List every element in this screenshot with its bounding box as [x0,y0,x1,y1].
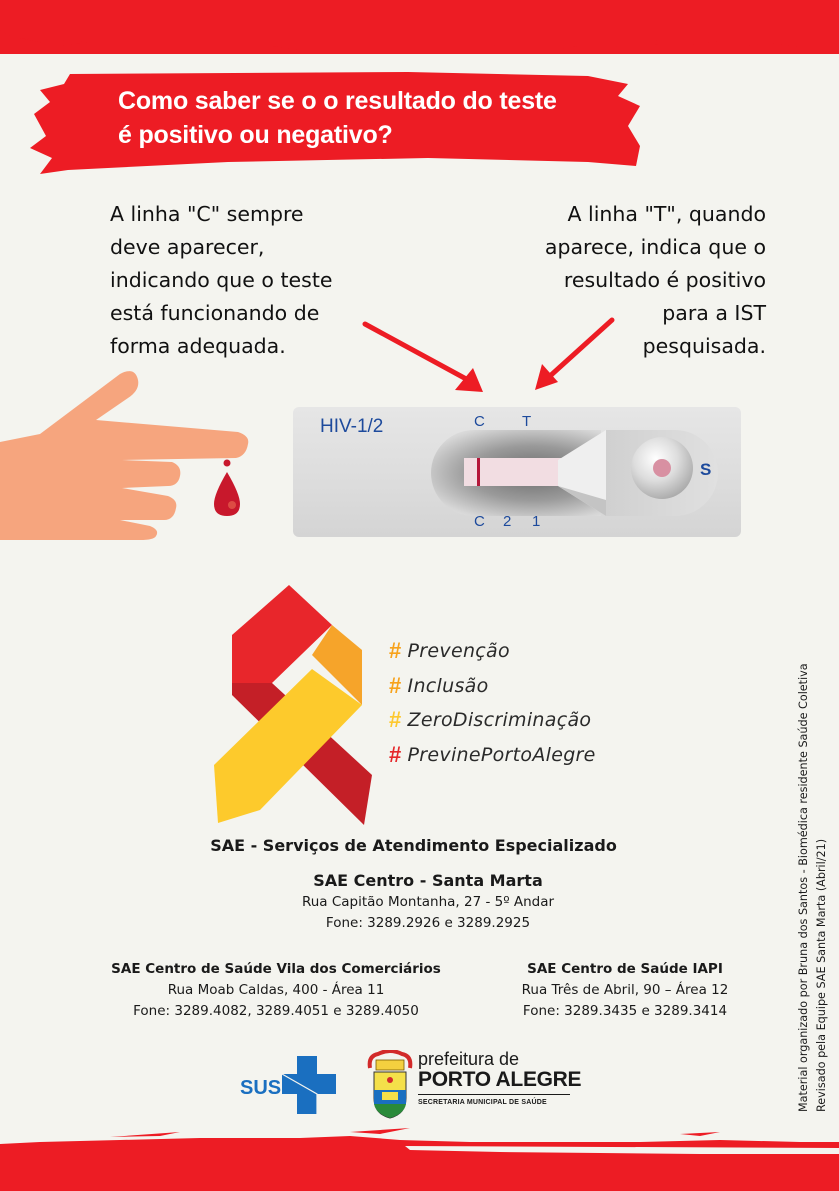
c-line-explanation: A linha "C" sempre deve aparecer, indica… [110,198,390,363]
credits-vertical: Material organizado por Bruna dos Santos… [795,652,831,1112]
hash-icon: # [389,638,402,664]
title-brush-banner [30,72,640,174]
services-heading: SAE - Serviços de Atendimento Especializ… [210,836,617,855]
blood-drop-small-icon [223,459,231,467]
sae-vila-info: SAE Centro de Saúde Vila dos Comerciário… [96,958,456,1022]
title-line-2: é positivo ou negativo? [118,121,393,149]
awareness-ribbon-icon [214,585,372,825]
hash-icon: # [389,741,402,767]
sample-funnel [558,430,606,516]
sae-centro-phone: Fone: 3289.2926 e 3289.2925 [325,915,531,931]
sus-logo: SUS [240,1056,336,1114]
credits-line-1: Material organizado por Bruna dos Santos… [797,663,810,1112]
test-strip [464,458,562,486]
hashtag-previne-porto-alegre: # PrevinePortoAlegre [389,738,596,773]
t-line-text-1: A linha "T", quando [567,202,766,226]
logo-divider [418,1094,570,1095]
t-line-text-3: resultado é positivo [563,268,766,292]
sae-centro-address: Rua Capitão Montanha, 27 - 5º Andar [301,894,555,910]
c-line-text-3: indicando que o teste [110,268,333,292]
title-line-1: Como saber se o o resultado do teste [118,87,557,115]
t-line-text-2: aparece, indica que o [544,235,766,259]
hashtag-zero-discriminacao: # ZeroDiscriminação [389,703,596,738]
porto-alegre-label: PORTO ALEGRE [418,1068,582,1091]
mark-t-top: T [522,413,532,430]
t-line-text-4: para a IST [662,301,766,325]
hashtag-text: ZeroDiscriminação [407,709,592,732]
bottom-brush-stroke [0,1128,839,1191]
sus-text: SUS [240,1077,281,1099]
mark-2-bottom: 2 [503,513,512,530]
hash-icon: # [389,707,402,733]
control-line [477,458,480,486]
sae-iapi-phone: Fone: 3289.3435 e 3289.3414 [522,1003,728,1019]
hashtag-list: # Prevenção # Inclusão # ZeroDiscriminaç… [389,634,596,772]
page-title: Como saber se o o resultado do teste é p… [118,84,638,152]
secretaria-label: SECRETARIA MUNICIPAL DE SAÚDE [418,1099,547,1106]
sae-vila-phone: Fone: 3289.4082, 3289.4051 e 3289.4050 [133,1003,419,1019]
c-line-text-2: deve aparecer, [110,235,265,259]
hand-pointing-icon [0,371,249,540]
c-line-text-5: forma adequada. [110,334,286,358]
hashtag-text: PrevinePortoAlegre [407,743,596,766]
sae-vila-address: Rua Moab Caldas, 400 - Área 11 [167,982,385,998]
sae-iapi-address: Rua Três de Abril, 90 – Área 12 [521,982,729,998]
credits-line-2: Revisado pela Equipe SAE Santa Marta (Ab… [815,838,828,1112]
sae-vila-name: SAE Centro de Saúde Vila dos Comerciário… [111,961,441,977]
top-brush-stroke [0,0,839,50]
mark-c-bottom: C [474,513,485,530]
sae-centro-name: SAE Centro - Santa Marta [313,871,543,890]
mark-1-bottom: 1 [532,513,541,530]
c-line-text-1: A linha "C" sempre [110,202,304,226]
sae-iapi-name: SAE Centro de Saúde IAPI [527,961,723,977]
hashtag-text: Inclusão [407,674,489,697]
sae-centro-info: SAE Centro - Santa Marta Rua Capitão Mon… [238,870,618,934]
c-line-text-4: está funcionando de [110,301,320,325]
cassette-label: HIV-1/2 [320,416,384,437]
hashtag-text: Prevenção [407,640,510,663]
sample-mark: S [700,460,712,479]
blood-drop-icon [214,472,240,516]
hashtag-prevencao: # Prevenção [389,634,596,669]
hashtag-inclusao: # Inclusão [389,669,596,704]
t-line-explanation: A linha "T", quando aparece, indica que … [520,198,766,363]
hash-icon: # [389,672,402,698]
t-line-text-5: pesquisada. [642,334,766,358]
arrows-icon [362,317,615,392]
porto-alegre-crest-icon [367,1050,413,1119]
sae-iapi-info: SAE Centro de Saúde IAPI Rua Três de Abr… [500,958,750,1022]
sample-dot [653,459,671,477]
prefeitura-logo: prefeitura de PORTO ALEGRE SECRETARIA MU… [418,1049,582,1106]
arrow-to-c-line-icon [362,321,483,392]
arrow-to-t-line-icon [535,317,615,390]
mark-c-top: C [474,413,485,430]
prefeitura-label: prefeitura de [418,1049,520,1069]
